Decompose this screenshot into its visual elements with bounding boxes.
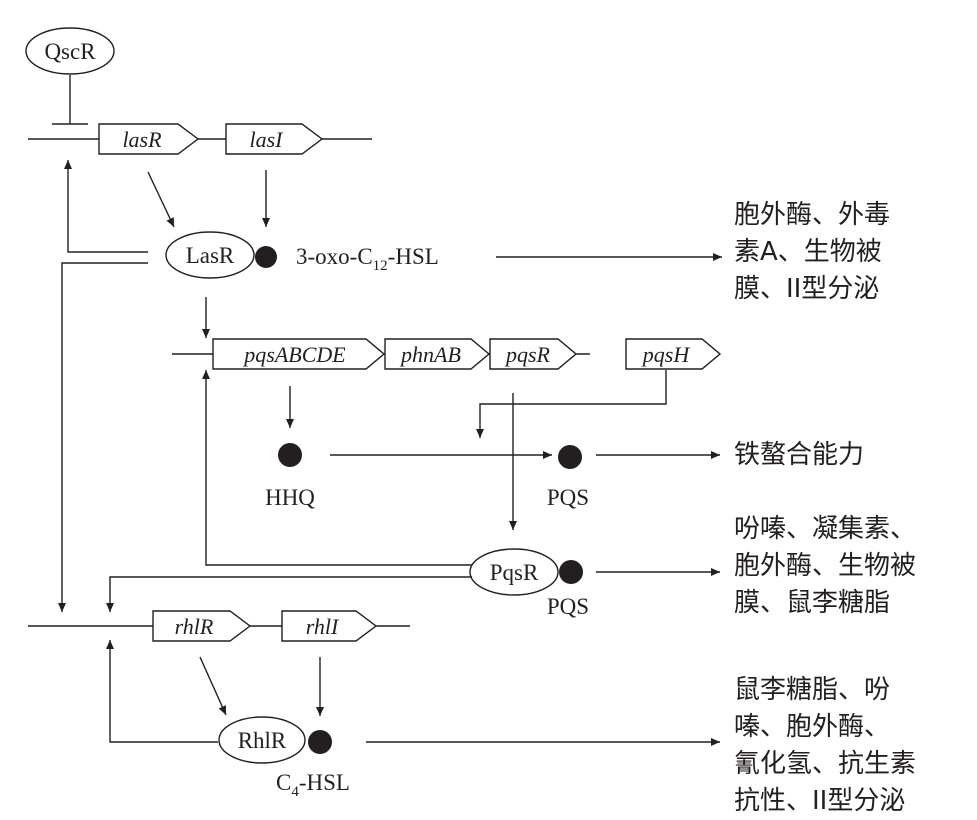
gene-lasR: lasR — [98, 123, 200, 155]
c4-hsl-label: C4-HSL — [276, 770, 350, 800]
gene-lasR-label: lasR — [122, 127, 162, 152]
arrow-PqsR-to-rhl — [106, 576, 472, 612]
svg-text:抗性、II型分泌: 抗性、II型分泌 — [734, 786, 905, 816]
qscr-node: QscR — [25, 27, 115, 75]
qscr-label: QscR — [44, 39, 96, 64]
lasr-label: LasR — [186, 243, 235, 268]
rhlr-node: RhlR — [218, 716, 306, 764]
pqsr-node: PqsR — [469, 548, 559, 596]
gene-lasI-label: lasI — [250, 127, 285, 152]
arrow-rhlR-to-RhlR — [199, 656, 227, 716]
rhlr-signal-dot — [308, 730, 332, 754]
gene-phnAB: phnAB — [384, 338, 491, 370]
pqsr-output-text: 吩嗪、凝集素、 胞外酶、生物被 膜、鼠李糖脂 — [734, 514, 916, 618]
svg-text:素A、生物被: 素A、生物被 — [734, 237, 882, 267]
arrow-pqsH-conversion — [476, 370, 667, 438]
rhlr-label: RhlR — [238, 728, 287, 753]
arrow-RhlR-feedback-rhl — [106, 640, 218, 743]
svg-text:氰化氢、抗生素: 氰化氢、抗生素 — [734, 749, 916, 779]
pqs-iron-output-text: 铁螯合能力 — [734, 440, 864, 470]
pqsr-label: PqsR — [490, 560, 539, 585]
pqs-dot — [558, 445, 582, 469]
gene-pqsABCDE-label: pqsABCDE — [242, 342, 346, 367]
svg-text:胞外酶、外毒: 胞外酶、外毒 — [734, 200, 890, 230]
gene-rhlR-label: rhlR — [175, 614, 214, 639]
hhq-dot — [278, 443, 302, 467]
oxo-hsl-label: 3-oxo-C12-HSL — [296, 244, 439, 274]
pqs-label-2: PQS — [547, 594, 589, 619]
pqs-label-1: PQS — [547, 485, 589, 510]
arrow-lasR-feedback-las — [64, 160, 148, 253]
svg-text:吩嗪、凝集素、: 吩嗪、凝集素、 — [734, 514, 916, 544]
hhq-label: HHQ — [265, 485, 315, 510]
arrow-lasR-to-LasR — [147, 171, 175, 228]
rhl-output-text: 鼠李糖脂、吩 嗪、胞外酶、 氰化氢、抗生素 抗性、II型分泌 — [734, 675, 916, 816]
pqsr-signal-dot — [559, 560, 583, 584]
gene-pqsH: pqsH — [625, 338, 722, 370]
svg-text:嗪、胞外酶、: 嗪、胞外酶、 — [734, 712, 890, 742]
svg-text:鼠李糖脂、吩: 鼠李糖脂、吩 — [734, 675, 890, 705]
arrow-lasR-to-rhl — [58, 262, 148, 612]
gene-rhlI: rhlI — [281, 610, 378, 642]
las-output-text: 胞外酶、外毒 素A、生物被 膜、II型分泌 — [734, 200, 890, 304]
gene-pqsH-label: pqsH — [641, 342, 691, 367]
gene-pqsR: pqsR — [489, 338, 578, 370]
gene-phnAB-label: phnAB — [399, 342, 461, 367]
gene-rhlI-label: rhlI — [306, 614, 340, 639]
svg-text:胞外酶、生物被: 胞外酶、生物被 — [734, 551, 916, 581]
gene-pqsR-label: pqsR — [504, 342, 551, 367]
arrow-PqsR-feedback-pqs — [202, 370, 472, 566]
svg-text:膜、鼠李糖脂: 膜、鼠李糖脂 — [734, 588, 890, 618]
lasr-node: LasR — [165, 231, 255, 279]
gene-lasI: lasI — [225, 123, 324, 155]
svg-text:膜、II型分泌: 膜、II型分泌 — [734, 274, 879, 304]
qscr-repression-arrow — [52, 75, 88, 125]
gene-pqsABCDE: pqsABCDE — [212, 338, 386, 370]
lasr-signal-dot — [255, 246, 277, 268]
gene-rhlR: rhlR — [152, 610, 252, 642]
